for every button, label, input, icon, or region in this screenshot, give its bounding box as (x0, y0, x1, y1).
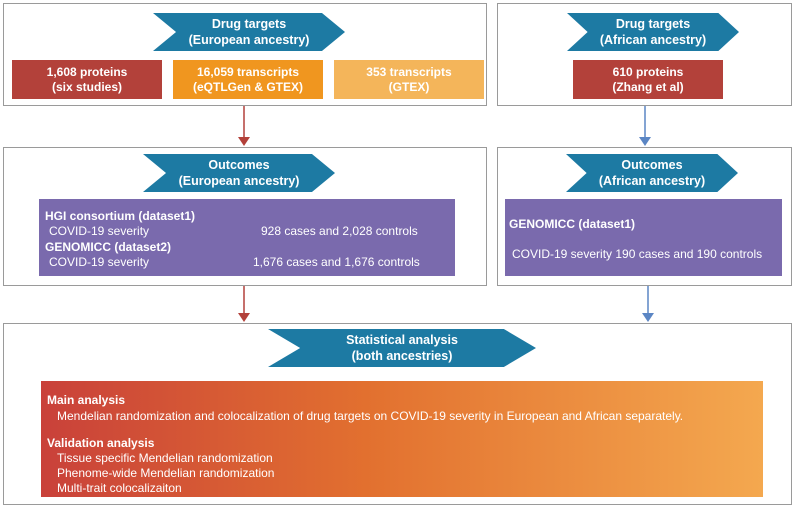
african-outcomes-chevron: Outcomes (African ancestry) (566, 154, 738, 192)
validation-analysis-header: Validation analysis (47, 436, 155, 450)
proteins-source: (six studies) (51, 79, 123, 94)
genomicc-dataset1-text: COVID-19 severity 190 cases and 190 cont… (512, 247, 763, 261)
main-analysis-text: Mendelian randomization and colocalizati… (57, 409, 684, 423)
analysis-box: Main analysis Mendelian randomization an… (41, 381, 763, 497)
eqtl-transcripts-source: (eQTLGen & GTEX) (192, 79, 303, 94)
hgi-dataset-header: HGI consortium (dataset1) (45, 209, 196, 223)
genomicc-dataset2-outcome: COVID-19 severity (49, 255, 150, 269)
eqtl-transcripts-box: 16,059 transcripts (eQTLGen & GTEX) (173, 60, 323, 99)
chevron-title-line1: Statistical analysis (346, 333, 458, 347)
chevron-title-line1: Drug targets (615, 17, 691, 31)
african-drug-targets-chevron: Drug targets (African ancestry) (567, 13, 739, 51)
african-proteins-count: 610 proteins (612, 64, 684, 79)
hgi-dataset-counts: 928 cases and 2,028 controls (261, 224, 418, 238)
statistical-analysis-chevron: Statistical analysis (both ancestries) (268, 329, 536, 367)
chevron-title-line2: (African ancestry) (599, 33, 707, 47)
chevron-title-line2: (European ancestry) (188, 33, 310, 47)
arrow-left-top (238, 106, 250, 146)
chevron-title-line1: Outcomes (621, 158, 683, 172)
arrow-right-top (639, 106, 651, 146)
validation-item: Multi-trait colocalizaiton (57, 481, 182, 495)
validation-item: Tissue specific Mendelian randomization (57, 451, 273, 465)
european-drug-targets-chevron: Drug targets (European ancestry) (153, 13, 345, 51)
african-proteins-source: (Zhang et al) (612, 79, 684, 94)
european-outcomes-chevron: Outcomes (European ancestry) (143, 154, 335, 192)
gtex-transcripts-count: 353 transcripts (366, 64, 452, 79)
gtex-transcripts-box: 353 transcripts (GTEX) (334, 60, 484, 99)
chevron-title-line2: (both ancestries) (351, 349, 453, 363)
proteins-count: 1,608 proteins (46, 64, 128, 79)
genomicc-dataset1-header: GENOMICC (dataset1) (509, 217, 636, 231)
eqtl-transcripts-count: 16,059 transcripts (196, 64, 300, 79)
arrow-right-bottom (642, 286, 654, 322)
african-proteins-box: 610 proteins (Zhang et al) (573, 60, 723, 99)
arrow-left-bottom (238, 286, 250, 322)
main-analysis-header: Main analysis (47, 393, 126, 407)
chevron-title-line2: (European ancestry) (178, 174, 300, 188)
hgi-dataset-outcome: COVID-19 severity (49, 224, 150, 238)
chevron-title-line2: (African ancestry) (598, 174, 706, 188)
validation-item: Phenome-wide Mendelian randomization (57, 466, 275, 480)
african-outcomes-box: GENOMICC (dataset1) COVID-19 severity 19… (505, 199, 782, 276)
chevron-title-line1: Outcomes (208, 158, 270, 172)
chevron-title-line1: Drug targets (211, 17, 287, 31)
european-outcomes-box: HGI consortium (dataset1) COVID-19 sever… (39, 199, 455, 276)
gtex-transcripts-source: (GTEX) (388, 79, 430, 94)
proteins-box: 1,608 proteins (six studies) (12, 60, 162, 99)
genomicc-dataset2-counts: 1,676 cases and 1,676 controls (253, 255, 420, 269)
genomicc-dataset2-header: GENOMICC (dataset2) (45, 240, 172, 254)
